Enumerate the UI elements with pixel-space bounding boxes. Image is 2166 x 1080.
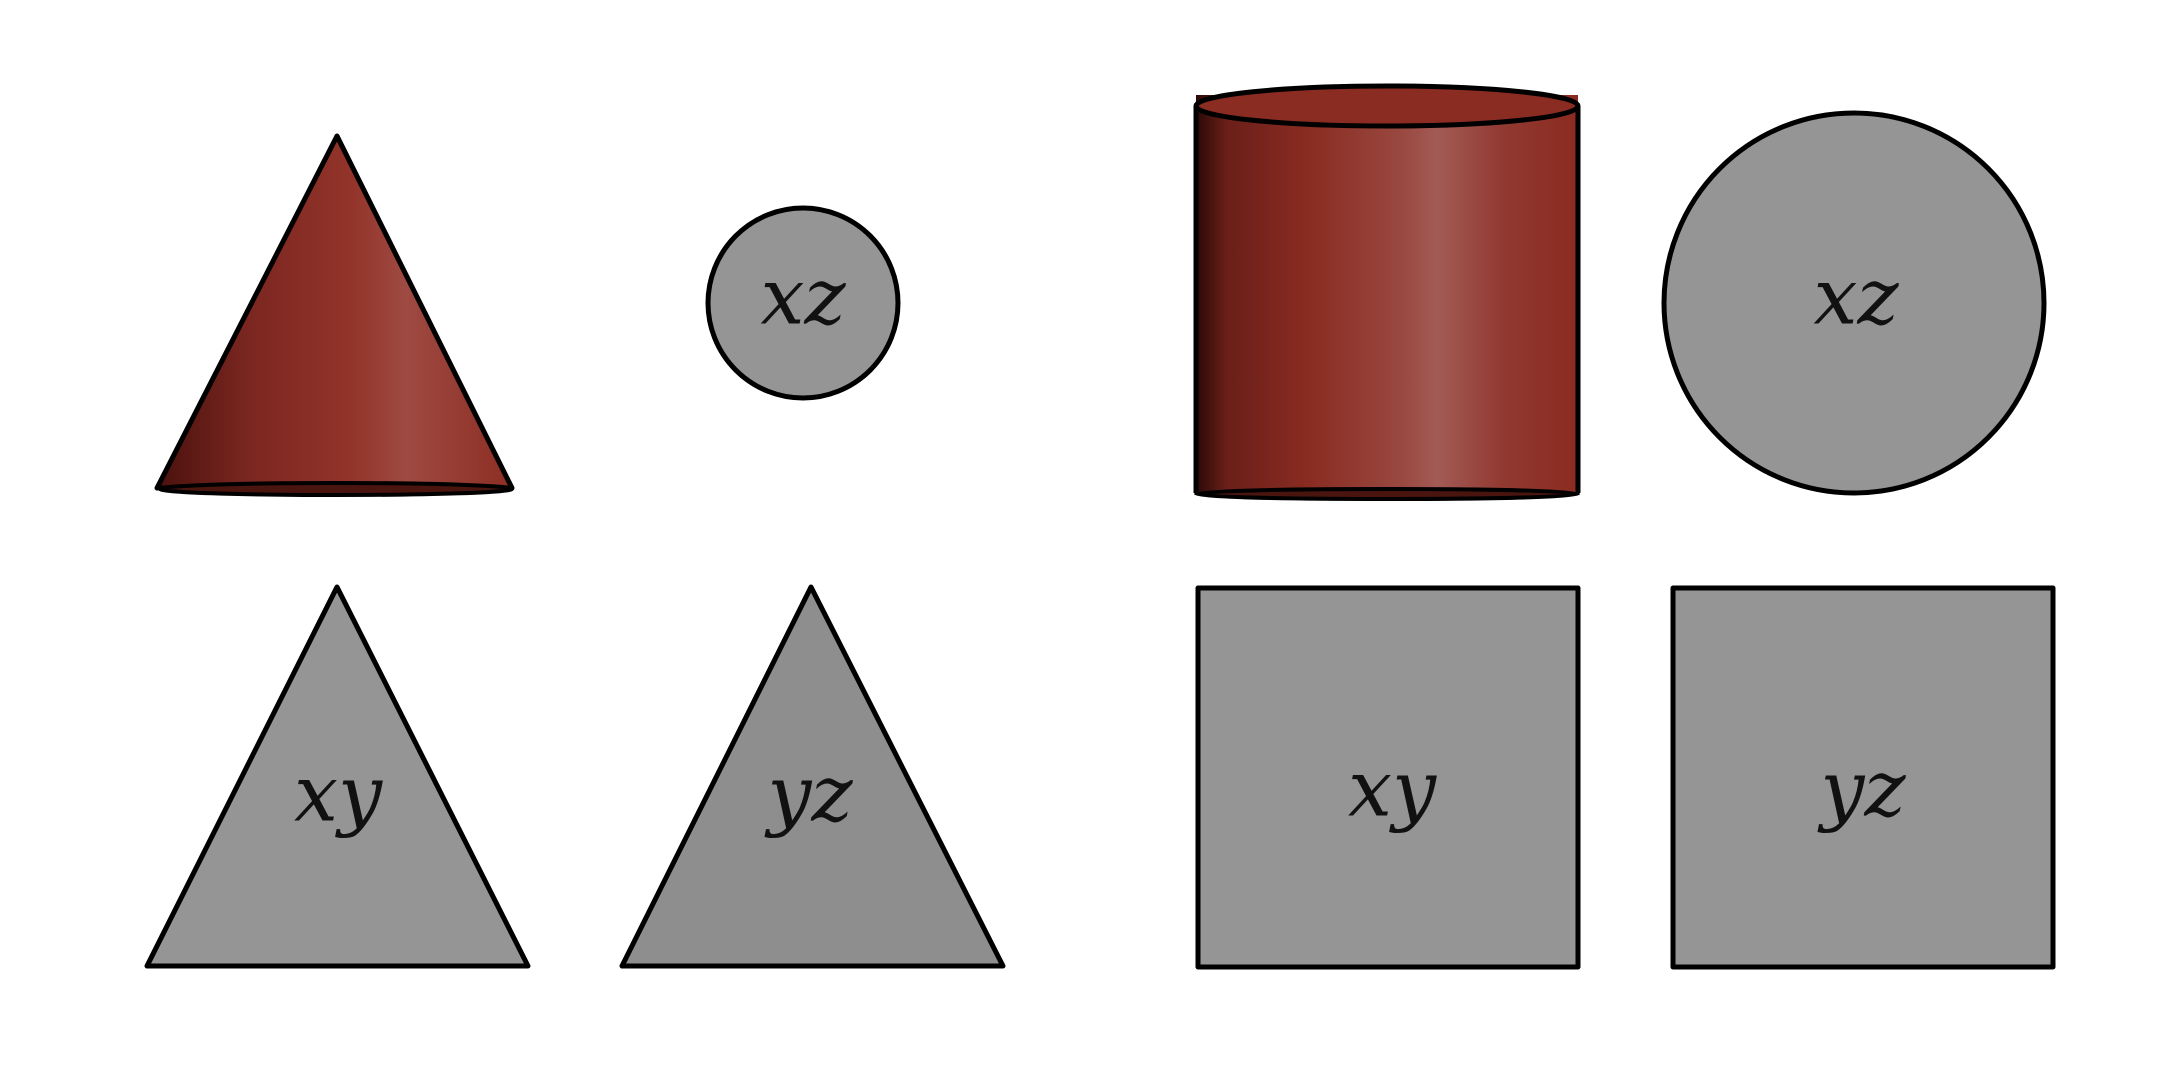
cone-front-view: xy (144, 584, 531, 969)
cylinder-base-ellipse (1194, 487, 1580, 501)
cone-front-view-label: xy (294, 750, 383, 840)
cone-solid (154, 133, 515, 497)
cylinder-side-view-label: yz (1817, 745, 1906, 835)
cone-base-ellipse (158, 481, 514, 497)
cylinder-front-view-label: xy (1348, 745, 1437, 835)
cone-top-view: xz (705, 205, 901, 401)
cylinder-solid (1193, 83, 1581, 501)
cone-side-view-label: yz (764, 750, 853, 840)
cone-group: xz xy yz (144, 133, 1006, 969)
cylinder-top-ellipse (1193, 83, 1581, 129)
cone-top-view-label: xz (760, 253, 846, 343)
cone-side-view: yz (619, 584, 1006, 969)
cylinder-side-view: yz (1670, 585, 2056, 970)
cylinder-top-view: xz (1661, 110, 2047, 496)
cylinder-top-view-label: xz (1813, 253, 1899, 343)
cylinder-front-view: xy (1195, 585, 1581, 970)
cylinder-group: xz xy yz (1193, 83, 2056, 970)
